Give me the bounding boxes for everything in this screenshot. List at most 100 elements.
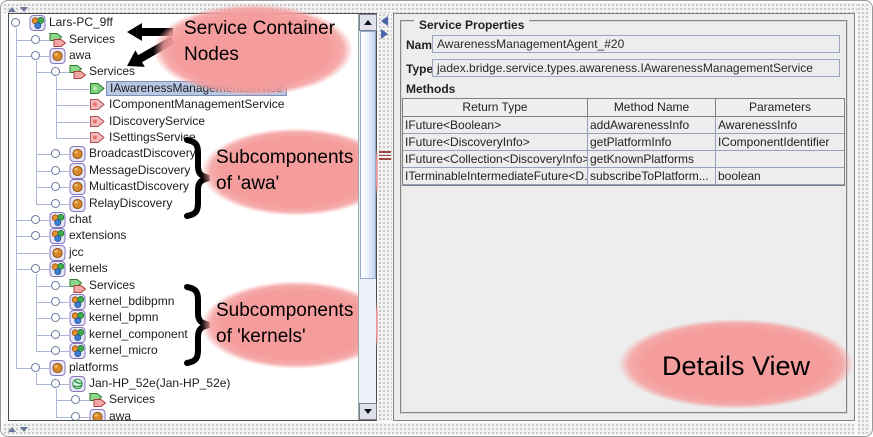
tree-node-label: platforms	[69, 359, 119, 374]
tree-node-chat[interactable]: chat	[9, 212, 357, 229]
splitter-collapse-right-icon[interactable]	[381, 29, 388, 39]
tree-collapsed-handle[interactable]	[51, 165, 60, 175]
tree-expanded-handle[interactable]	[51, 67, 60, 77]
tree-vertical-scrollbar[interactable]	[358, 14, 377, 420]
platform-globe-icon	[69, 376, 87, 392]
bottom-split-divider[interactable]	[3, 423, 855, 434]
scroll-up-button[interactable]	[359, 14, 377, 31]
tree-collapsed-handle[interactable]	[31, 231, 40, 241]
tree-node-kernel-micro[interactable]: kernel_micro	[9, 343, 357, 360]
tree-node-jan-hp-52e-jan-hp-52e-[interactable]: Jan-HP_52e(Jan-HP_52e)	[9, 376, 357, 393]
tree-node-kernel-bdibpmn[interactable]: kernel_bdibpmn	[9, 294, 357, 311]
tree-collapsed-handle[interactable]	[51, 280, 60, 290]
scroll-down-button[interactable]	[359, 403, 377, 420]
tree-node-platforms[interactable]: platforms	[9, 359, 357, 377]
method-cell: IFuture<Collection<DiscoveryInfo>>	[403, 151, 588, 168]
tree-expanded-handle[interactable]	[11, 18, 20, 28]
tree-collapsed-handle[interactable]	[31, 34, 40, 44]
tree-collapsed-handle[interactable]	[51, 149, 60, 159]
divider-collapse-down-icon[interactable]	[20, 426, 28, 432]
tree-node-kernel-component[interactable]: kernel_component	[9, 326, 357, 344]
component-icon	[69, 195, 87, 212]
name-field[interactable]: AwarenessManagementAgent_#20	[432, 35, 840, 53]
tree-node-label: IAwarenessManagementService	[106, 80, 287, 96]
tree-node-extensions[interactable]: extensions	[9, 228, 357, 245]
method-cell: ITerminableIntermediateFuture<D...	[403, 168, 588, 185]
tree-collapsed-handle[interactable]	[51, 297, 60, 306]
component-icon	[49, 359, 67, 376]
tree-collapsed-handle[interactable]	[51, 346, 60, 356]
tree-node-awa[interactable]: awa	[9, 409, 357, 420]
splitter-collapse-left-icon[interactable]	[381, 16, 388, 26]
tree-node-label: kernel_component	[89, 326, 188, 341]
tree-node-label: RelayDiscovery	[89, 195, 173, 210]
method-row[interactable]: IFuture<Collection<DiscoveryInfo>>getKno…	[403, 151, 844, 168]
tree-node-icomponentmanagementservice[interactable]: IComponentManagementService	[9, 97, 357, 114]
tree-collapsed-handle[interactable]	[31, 215, 40, 224]
tree-node-services[interactable]: Services	[9, 392, 357, 409]
component-icon	[49, 48, 67, 64]
tree-node-iawarenessmanagementservice[interactable]: IAwarenessManagementService	[9, 80, 357, 98]
column-header-parameters[interactable]: Parameters	[716, 99, 844, 117]
component-icon	[69, 162, 87, 179]
tree-node-services[interactable]: Services	[9, 278, 357, 295]
method-cell	[716, 151, 844, 168]
method-cell: IFuture<Boolean>	[403, 117, 588, 134]
tree-node-lars-pc-9ff[interactable]: Lars-PC_9ff	[9, 15, 357, 32]
method-cell: subscribeToPlatform...	[588, 168, 716, 185]
method-row[interactable]: ITerminableIntermediateFuture<D...subscr…	[403, 168, 844, 185]
tree-node-services[interactable]: Services	[9, 32, 357, 49]
column-header-return-type[interactable]: Return Type	[403, 99, 588, 117]
services-icon	[69, 64, 87, 80]
right-split-divider[interactable]	[857, 3, 870, 434]
tree-node-services[interactable]: Services	[9, 64, 357, 81]
tree-collapsed-handle[interactable]	[51, 329, 60, 339]
tree-expanded-handle[interactable]	[31, 51, 40, 60]
tree-details-splitter[interactable]	[378, 13, 392, 421]
top-split-divider[interactable]	[3, 3, 871, 13]
tree-node-awa[interactable]: awa	[9, 48, 357, 65]
column-header-method-name[interactable]: Method Name	[588, 99, 716, 117]
tree-collapsed-handle[interactable]	[71, 395, 80, 405]
divider-collapse-down-icon[interactable]	[20, 6, 28, 12]
component-icon	[89, 408, 107, 420]
tree-node-label: kernels	[69, 261, 108, 276]
tree-node-broadcastdiscovery[interactable]: BroadcastDiscovery	[9, 146, 357, 163]
tree-expanded-handle[interactable]	[31, 362, 40, 372]
name-label: Name	[406, 38, 439, 52]
required-service-icon	[89, 130, 107, 146]
tree-node-jcc[interactable]: jcc	[9, 244, 357, 262]
services-icon	[49, 32, 67, 48]
tree-expanded-handle[interactable]	[31, 264, 40, 274]
tree-node-isettingsservice[interactable]: ISettingsService	[9, 130, 357, 147]
divider-collapse-up-icon[interactable]	[8, 6, 16, 12]
tree-guide-line	[36, 61, 37, 205]
type-field[interactable]: jadex.bridge.service.types.awareness.IAw…	[432, 59, 840, 77]
tree-guide-line	[16, 28, 17, 369]
tree-node-label: IDiscoveryService	[109, 113, 206, 128]
type-label: Type	[406, 62, 434, 76]
tree-guide-line	[56, 138, 89, 139]
tree-expanded-handle[interactable]	[51, 379, 60, 388]
scrollbar-thumb[interactable]	[360, 31, 376, 279]
tree-node-label: Services	[89, 277, 136, 292]
divider-collapse-up-icon[interactable]	[8, 426, 16, 432]
details-panel: Service Properties Name AwarenessManagem…	[393, 13, 855, 421]
tree-collapsed-handle[interactable]	[51, 313, 60, 323]
tree-collapsed-handle[interactable]	[51, 198, 60, 208]
tree-node-multicastdiscovery[interactable]: MulticastDiscovery	[9, 179, 357, 196]
tree-node-kernel-bpmn[interactable]: kernel_bpmn	[9, 310, 357, 327]
tree-node-idiscoveryservice[interactable]: IDiscoveryService	[9, 114, 357, 131]
tree-collapsed-handle[interactable]	[71, 411, 80, 420]
tree-collapsed-handle[interactable]	[51, 182, 60, 192]
services-icon	[69, 278, 87, 294]
tree-node-messagediscovery[interactable]: MessageDiscovery	[9, 162, 357, 180]
tree-node-kernels[interactable]: kernels	[9, 261, 357, 278]
tree-node-relaydiscovery[interactable]: RelayDiscovery	[9, 195, 357, 213]
component-icon	[69, 146, 87, 163]
tree-node-label: awa	[109, 408, 132, 420]
scroll-down-icon	[364, 409, 372, 414]
